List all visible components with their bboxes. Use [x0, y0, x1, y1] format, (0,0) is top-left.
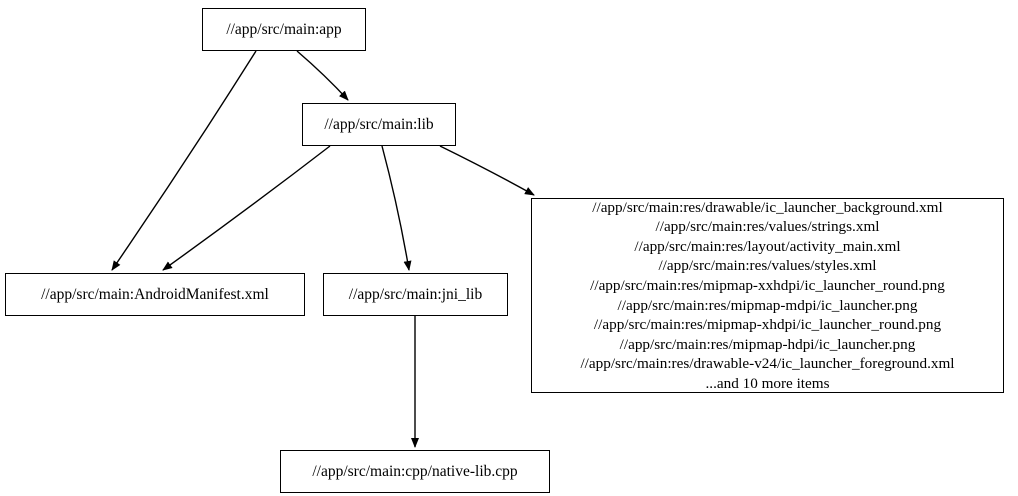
edge-lib-to-jni_lib [381, 145, 412, 271]
node-native-lib-cpp[interactable]: //app/src/main:cpp/native-lib.cpp [280, 450, 550, 493]
node-android-manifest-label: //app/src/main:AndroidManifest.xml [41, 285, 269, 303]
node-app[interactable]: //app/src/main:app [202, 8, 366, 51]
node-lib-label: //app/src/main:lib [324, 115, 434, 133]
node-app-label: //app/src/main:app [226, 20, 342, 38]
node-lib[interactable]: //app/src/main:lib [302, 103, 456, 146]
edge-lib-to-manifest [162, 145, 331, 271]
edge-app-to-manifest [111, 50, 257, 271]
node-jni-lib-label: //app/src/main:jni_lib [348, 285, 483, 303]
node-jni-lib[interactable]: //app/src/main:jni_lib [323, 273, 508, 316]
edge-lib-to-res [439, 145, 535, 196]
node-res-group[interactable]: //app/src/main:res/drawable/ic_launcher_… [531, 198, 1004, 393]
node-native-lib-cpp-label: //app/src/main:cpp/native-lib.cpp [312, 462, 518, 480]
node-res-group-label: //app/src/main:res/drawable/ic_launcher_… [580, 198, 955, 392]
edge-app-to-lib [296, 50, 349, 101]
node-android-manifest[interactable]: //app/src/main:AndroidManifest.xml [5, 273, 305, 316]
